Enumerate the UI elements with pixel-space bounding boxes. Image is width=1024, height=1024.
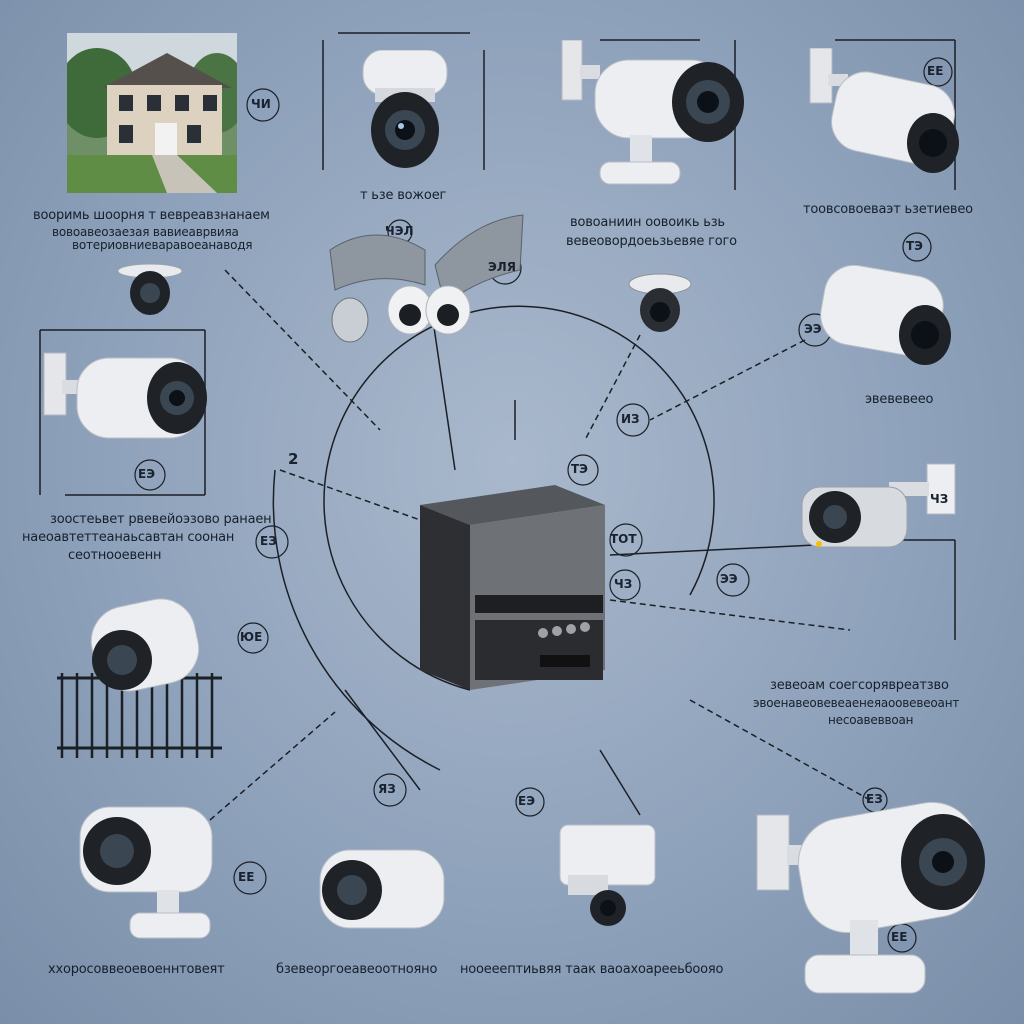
bottom-caption-2: бзевеоргоеавеоотнояно bbox=[276, 962, 438, 977]
right-mid-caption: эвевевеео bbox=[865, 392, 934, 407]
tag-right-conn: ЭЭ bbox=[720, 572, 738, 586]
right-top-caption: тоовсовоеваэт ьзетиевео bbox=[803, 202, 973, 217]
bottom-caption-1: ххоросоввеоевоеннтовеят bbox=[48, 962, 225, 977]
tag-fence: ЮЕ bbox=[240, 630, 263, 644]
dome-camera-top bbox=[362, 50, 448, 168]
tag-bottom-left: ЕЕ bbox=[238, 870, 255, 884]
left-caption-line-1: зоостеьвет рвевейоэзово ранаен bbox=[50, 512, 272, 527]
right-lower-caption-line-2: эвоенавеовевеаенеяаоовевеоант bbox=[753, 696, 960, 710]
house-photo bbox=[67, 33, 237, 193]
tag-house: ЧИ bbox=[251, 97, 271, 111]
bullet-camera-right-mid bbox=[820, 265, 951, 365]
tag-right-bracket: ЧЗ bbox=[930, 492, 949, 506]
bracket-camera-right bbox=[801, 463, 956, 548]
right-lower-caption-line-3: несоавеввоан bbox=[828, 713, 914, 727]
tag-bottom-right-base: ЕЕ bbox=[891, 930, 908, 944]
tag-left-bullet: ЕЭ bbox=[138, 467, 156, 481]
dual-dome-cameras bbox=[329, 214, 524, 343]
ceiling-dome-left bbox=[117, 263, 183, 315]
tag-dual: ЭЛЯ bbox=[488, 260, 517, 274]
tag-bottom-mid: ЯЗ bbox=[378, 782, 396, 796]
bullet-top-caption-line-2: вевеовордоеьзьевяе гого bbox=[566, 234, 737, 249]
tag-bottom-right: ЕЗ bbox=[866, 792, 883, 806]
house-caption-line-1: вооримь шоорня т вевреавзнанаем bbox=[33, 208, 270, 223]
dome-caption: т ьзе вожоег bbox=[360, 188, 447, 203]
bullet-camera-bottom-right bbox=[756, 801, 985, 994]
tag-left-mid: ЕЗ bbox=[260, 534, 277, 548]
box-camera-bottom bbox=[559, 824, 656, 926]
bullet-camera-bottom-mid bbox=[319, 849, 445, 929]
bullet-top-caption-line-1: вовоаниин оовоикь ьзь bbox=[570, 215, 725, 230]
right-lower-caption-line-1: зевеоам соегсорявреатзво bbox=[770, 678, 949, 693]
dvr-hub bbox=[420, 485, 605, 690]
outer-arc bbox=[272, 469, 441, 771]
house-caption-line-2: вовоавеозаезая вавиеаврвияа bbox=[52, 225, 239, 239]
tag-bottom-center: ЕЭ bbox=[518, 794, 536, 808]
left-caption-line-2: наеоавтеттеанаьсавтан соонан bbox=[22, 530, 235, 545]
left-caption-line-3: сеотнооевенн bbox=[68, 548, 162, 563]
bullet-camera-top bbox=[561, 40, 744, 185]
bullet-camera-left bbox=[43, 352, 207, 439]
tag-center-2: 2 bbox=[288, 450, 299, 468]
tag-hub-mid: ТОТ bbox=[610, 532, 637, 546]
tag-right-side: ЭЭ bbox=[804, 322, 822, 336]
fence-camera bbox=[57, 598, 222, 758]
tag-dome: ЧЭЛ bbox=[385, 224, 414, 238]
tag-right-mid-cam: ТЭ bbox=[906, 239, 923, 253]
tag-hub-top: ТЭ bbox=[571, 462, 588, 476]
bullet-camera-right-top bbox=[809, 48, 959, 173]
tag-mini-dome: ИЗ bbox=[621, 412, 640, 426]
ceiling-dome-center bbox=[628, 273, 692, 332]
tag-right-top: ЕЕ bbox=[927, 64, 944, 78]
house-caption-line-3: вотериовниеваравоеанаводя bbox=[72, 238, 253, 252]
bullet-camera-bottom-left bbox=[79, 806, 213, 939]
bottom-caption-3: нооееептиьвяя таак ваоахоарееьбоояо bbox=[460, 962, 724, 977]
tag-hub-low: ЧЗ bbox=[614, 577, 633, 591]
